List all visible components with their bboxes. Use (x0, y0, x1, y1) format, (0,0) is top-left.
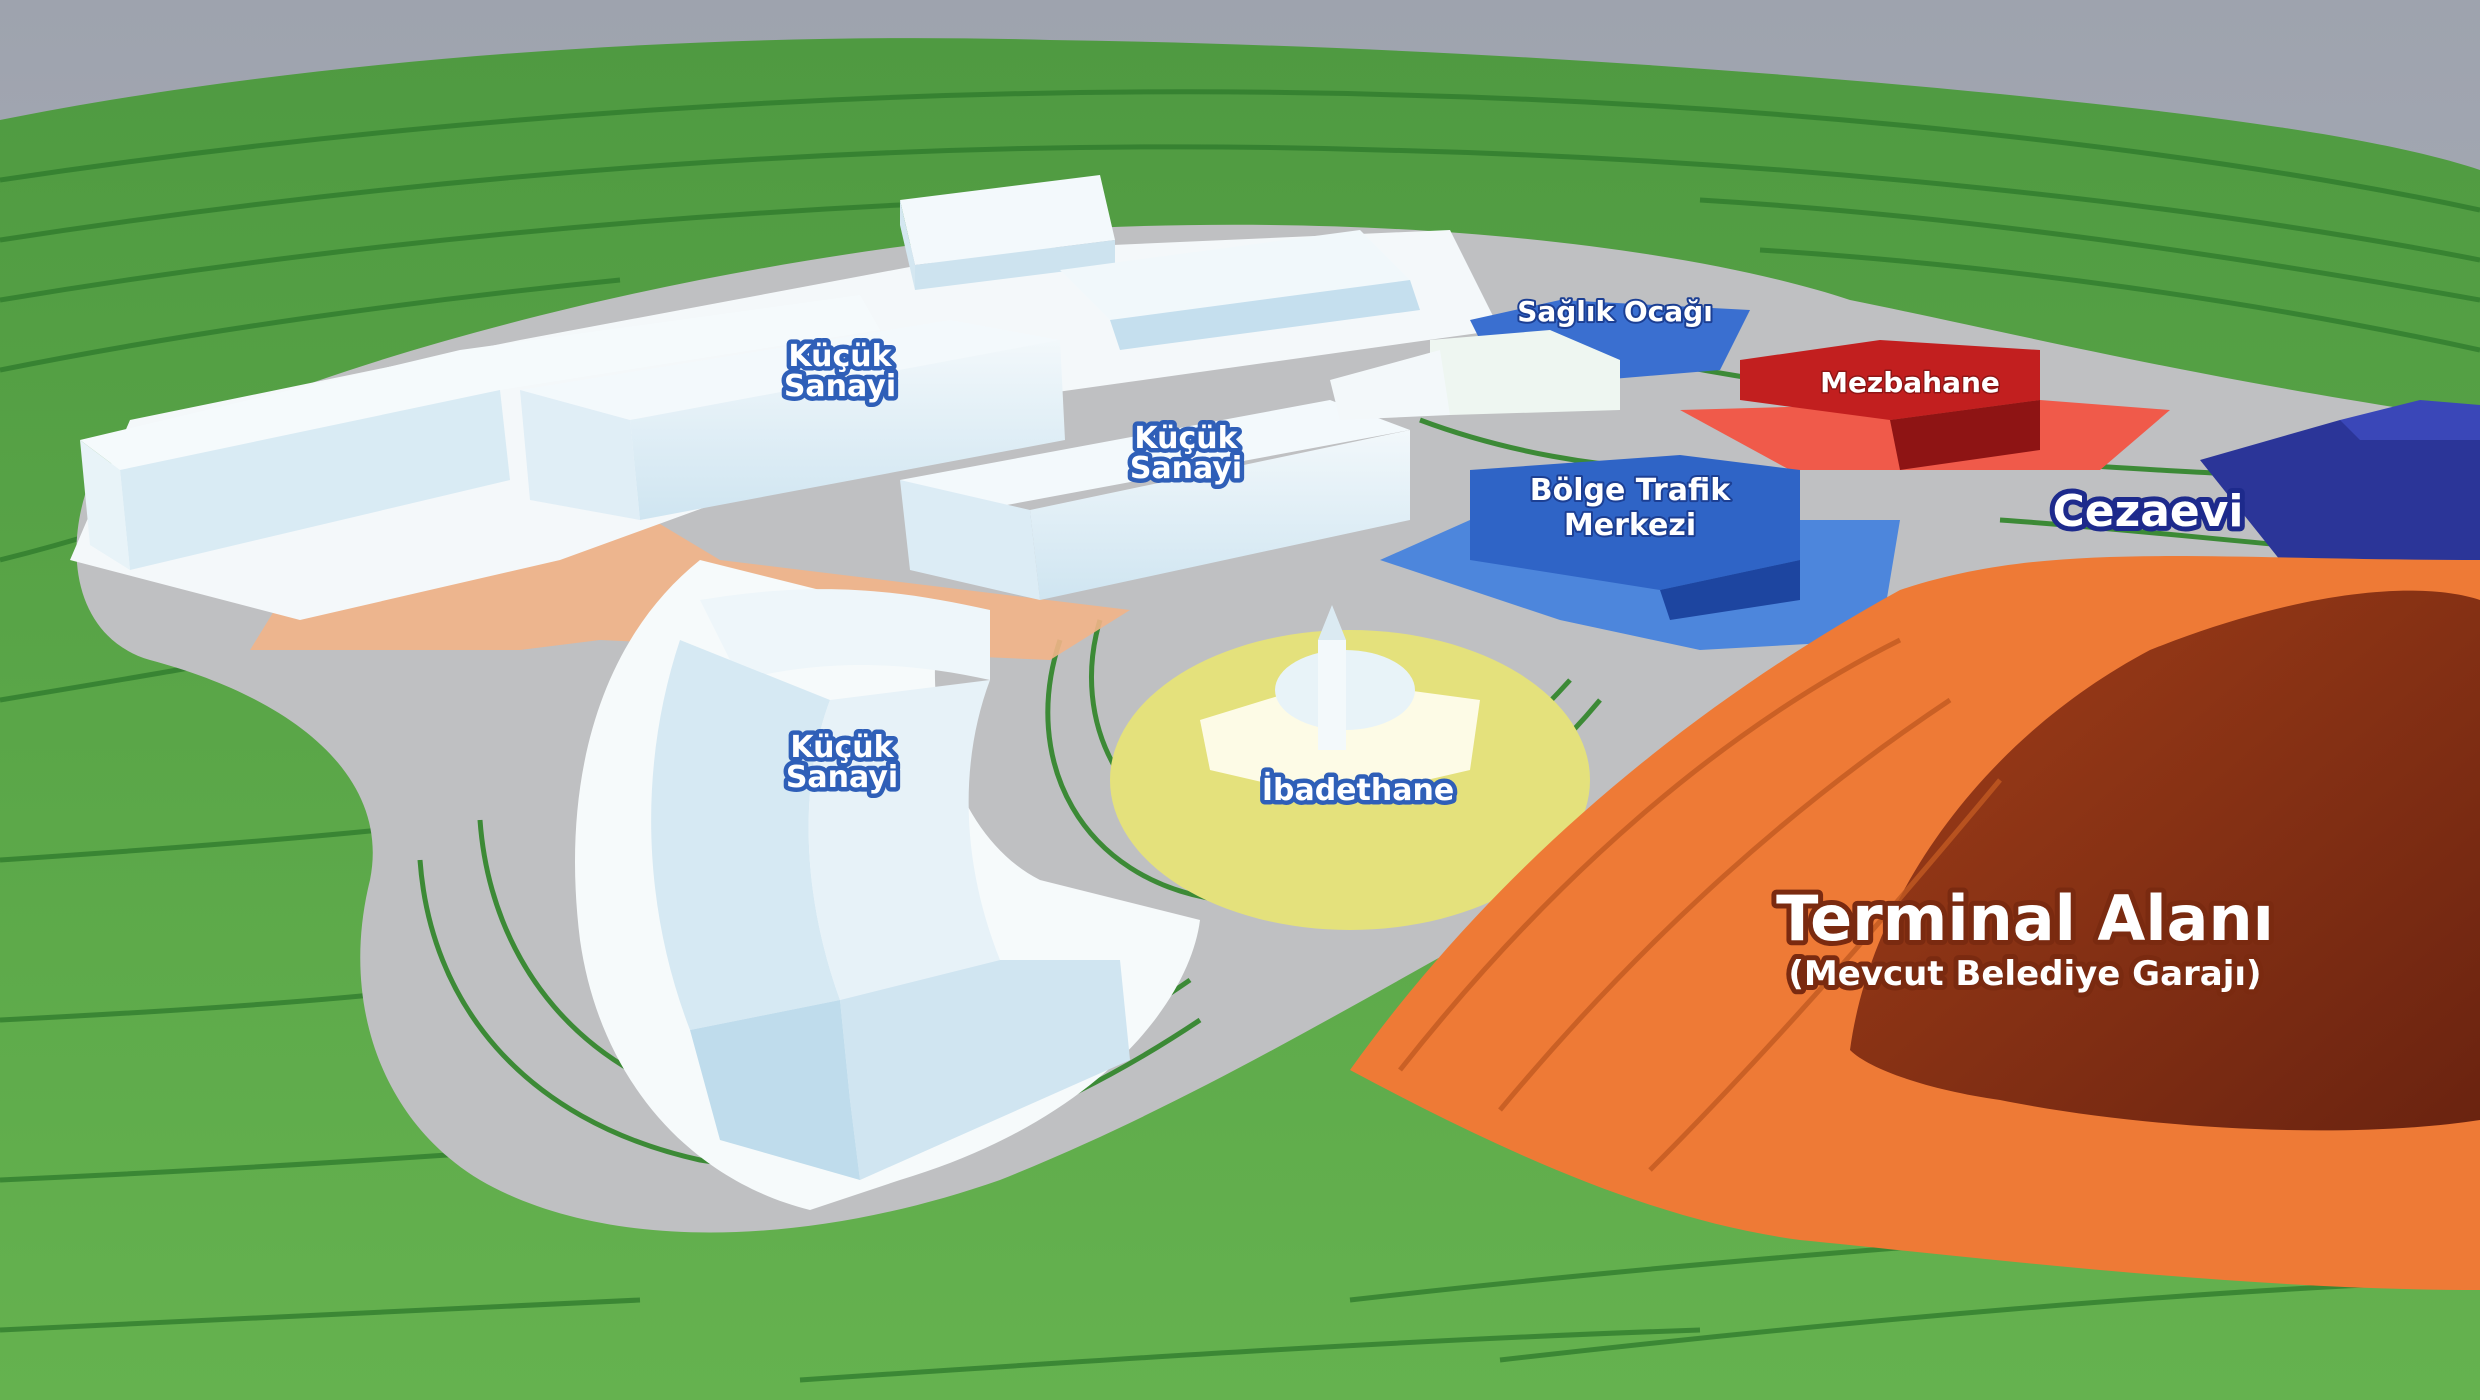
svg-text:Küçük: Küçük (788, 339, 892, 374)
svg-text:Bölge Trafik: Bölge Trafik (1530, 473, 1731, 508)
label-ibadethane: İbadethane (1262, 772, 1454, 808)
svg-text:Sanayi: Sanayi (784, 369, 896, 404)
building-mezbahane (1680, 340, 2170, 470)
building-long-left (80, 295, 880, 570)
building-kucuk-sanayi-3 (651, 589, 1130, 1180)
label-kucuk-sanayi-1: Küçük Sanayi (779, 335, 900, 409)
label-cezaevi: Cezaevi (2052, 486, 2243, 537)
label-terminal-subtitle: (Mevcut Belediye Garajı) (1788, 954, 2261, 994)
building-kucuk-sanayi-1 (520, 320, 1065, 520)
terminal-site (1350, 556, 2480, 1290)
label-mezbahane: Mezbahane (1820, 366, 2000, 399)
label-terminal-title: Terminal Alanı (1776, 882, 2274, 955)
label-saglik-ocagi: Sağlık Ocağı (1517, 295, 1713, 328)
svg-text:Sanayi: Sanayi (786, 760, 898, 795)
building-cezaevi (2200, 400, 2480, 600)
label-kucuk-sanayi-3: Küçük Sanayi (781, 726, 902, 800)
svg-text:Merkezi: Merkezi (1564, 508, 1696, 543)
label-kucuk-sanayi-2: Küçük Sanayi (1125, 417, 1246, 491)
ibadethane-site (1110, 605, 1590, 930)
svg-text:Küçük: Küçük (1134, 421, 1238, 456)
building-saglik-ocagi (1330, 300, 1750, 420)
building-back-small (900, 175, 1115, 290)
label-bolge-trafik: Bölge Trafik Merkezi (1528, 471, 1733, 545)
building-kucuk-sanayi-2 (900, 400, 1410, 600)
building-bolge-trafik (1380, 455, 1900, 650)
svg-text:Sanayi: Sanayi (1130, 451, 1242, 486)
building-back-right (1060, 230, 1420, 350)
svg-text:Küçük: Küçük (790, 730, 894, 765)
